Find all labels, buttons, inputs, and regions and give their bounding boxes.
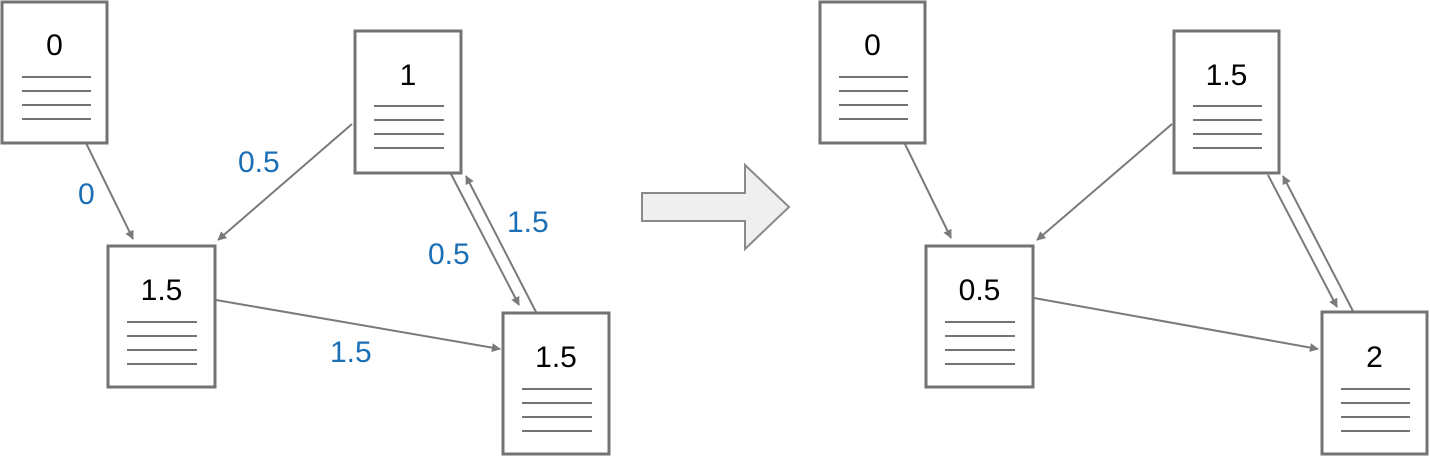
edge-a-to-c: [85, 142, 134, 240]
page-document-icon: [1172, 29, 1281, 175]
node-score: 0.5: [959, 274, 1001, 307]
edge-label-b-to-d: 0.5: [428, 238, 470, 271]
node-score: 0: [864, 29, 881, 62]
node-score: 2: [1366, 341, 1383, 374]
after-graph: 0 1.5 0.5 2: [818, 0, 1429, 456]
page-node: 1.5: [106, 244, 217, 389]
before-graph: 0 0.5 0.5 1.5 1.5 0 1 1.5: [0, 0, 611, 456]
node-score: 1.5: [1206, 59, 1248, 92]
edge-label-c-to-d: 1.5: [330, 336, 372, 369]
page-node: 1.5: [1172, 29, 1281, 175]
page-node: 0.5: [924, 244, 1035, 389]
edge-b-to-c: [1036, 123, 1173, 241]
edge-b-to-d: [450, 173, 520, 306]
page-document-icon: [1320, 310, 1429, 456]
node-score: 1.5: [535, 341, 577, 374]
page-document-icon: [106, 244, 217, 389]
page-node: 0: [0, 0, 109, 145]
edge-d-to-b: [1282, 175, 1355, 314]
page-node: 1: [353, 29, 463, 175]
edge-c-to-d: [215, 299, 501, 353]
edge-b-to-d: [1267, 174, 1338, 308]
page-node: 2: [1320, 310, 1429, 456]
page-document-icon: [924, 244, 1035, 389]
node-score: 1.5: [141, 274, 183, 307]
page-document-icon: [353, 29, 463, 175]
right-arrow-icon: [641, 162, 791, 252]
page-node: 1.5: [501, 311, 611, 456]
edge-d-to-b: [465, 175, 537, 313]
edge-b-to-c: [217, 123, 353, 241]
edge-c-to-d: [1033, 297, 1319, 352]
edge-label-a-to-c: 0: [78, 178, 95, 211]
edge-label-d-to-b: 1.5: [507, 206, 549, 239]
node-score: 1: [400, 59, 417, 92]
edge-label-b-to-c: 0.5: [238, 146, 280, 179]
node-score: 0: [46, 29, 63, 62]
page-document-icon: [501, 311, 611, 456]
page-node: 0: [818, 0, 927, 145]
page-document-icon: [0, 0, 109, 145]
page-document-icon: [818, 0, 927, 145]
edge-a-to-c: [902, 139, 952, 239]
